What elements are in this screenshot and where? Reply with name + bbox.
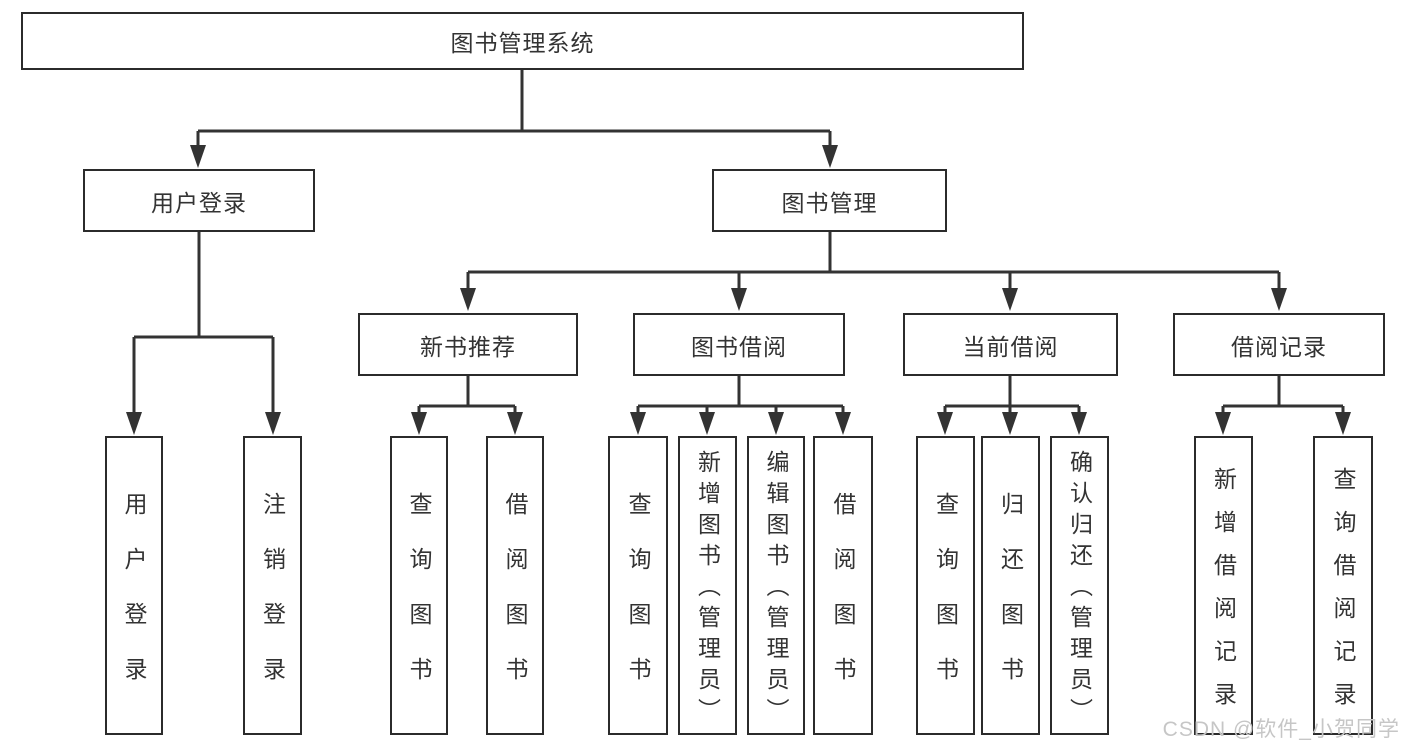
leaf-edit-book-admin: 编辑图书（管理员） — [747, 436, 805, 735]
leaf-borrow-books-borrowing-label: 借阅图书 — [830, 491, 856, 712]
node-user-login: 用户登录 — [83, 169, 315, 232]
leaf-borrow-books-borrowing: 借阅图书 — [813, 436, 873, 735]
leaf-user-login: 用户登录 — [105, 436, 163, 735]
leaf-add-book-admin-label: 新增图书（管理员） — [694, 450, 721, 729]
leaf-return-books: 归还图书 — [981, 436, 1040, 735]
node-book-borrowing: 图书借阅 — [633, 313, 845, 376]
leaf-query-books-current: 查询图书 — [916, 436, 975, 735]
node-new-book-recommendation: 新书推荐 — [358, 313, 578, 376]
leaf-confirm-return-admin: 确认归还（管理员） — [1050, 436, 1109, 735]
node-borrowing-records-label: 借阅记录 — [1231, 333, 1327, 360]
leaf-confirm-return-admin-label: 确认归还（管理员） — [1066, 450, 1093, 729]
node-current-borrowing-label: 当前借阅 — [962, 333, 1059, 360]
leaf-borrow-books-recommend: 借阅图书 — [486, 436, 544, 735]
leaf-query-books-recommend-label: 查询图书 — [406, 491, 432, 712]
leaf-query-books-borrowing: 查询图书 — [608, 436, 668, 735]
leaf-add-book-admin: 新增图书（管理员） — [678, 436, 737, 735]
node-user-login-label: 用户登录 — [151, 189, 247, 216]
node-current-borrowing: 当前借阅 — [903, 313, 1118, 376]
leaf-logout-label: 注销登录 — [259, 491, 286, 712]
leaf-logout: 注销登录 — [243, 436, 302, 735]
csdn-watermark: CSDN @软件_小贺同学 — [1162, 718, 1400, 741]
leaf-add-borrow-record-label: 新增借阅记录 — [1210, 466, 1237, 725]
leaf-add-borrow-record: 新增借阅记录 — [1194, 436, 1253, 735]
leaf-query-books-borrowing-label: 查询图书 — [625, 491, 651, 712]
leaf-user-login-label: 用户登录 — [121, 491, 147, 712]
node-library-management-system-label: 图书管理系统 — [450, 30, 595, 56]
leaf-query-borrow-record-label: 查询借阅记录 — [1330, 466, 1356, 725]
node-borrowing-records: 借阅记录 — [1173, 313, 1385, 376]
node-book-borrowing-label: 图书借阅 — [691, 333, 787, 360]
leaf-query-books-current-label: 查询图书 — [932, 491, 959, 712]
node-book-management-label: 图书管理 — [781, 189, 878, 216]
leaf-borrow-books-recommend-label: 借阅图书 — [502, 491, 528, 712]
leaf-edit-book-admin-label: 编辑图书（管理员） — [763, 450, 789, 729]
leaf-return-books-label: 归还图书 — [997, 491, 1024, 712]
leaf-query-books-recommend: 查询图书 — [390, 436, 448, 735]
leaf-query-borrow-record: 查询借阅记录 — [1313, 436, 1373, 735]
node-book-management: 图书管理 — [712, 169, 947, 232]
node-new-book-recommendation-label: 新书推荐 — [420, 333, 516, 360]
node-library-management-system: 图书管理系统 — [21, 12, 1024, 70]
